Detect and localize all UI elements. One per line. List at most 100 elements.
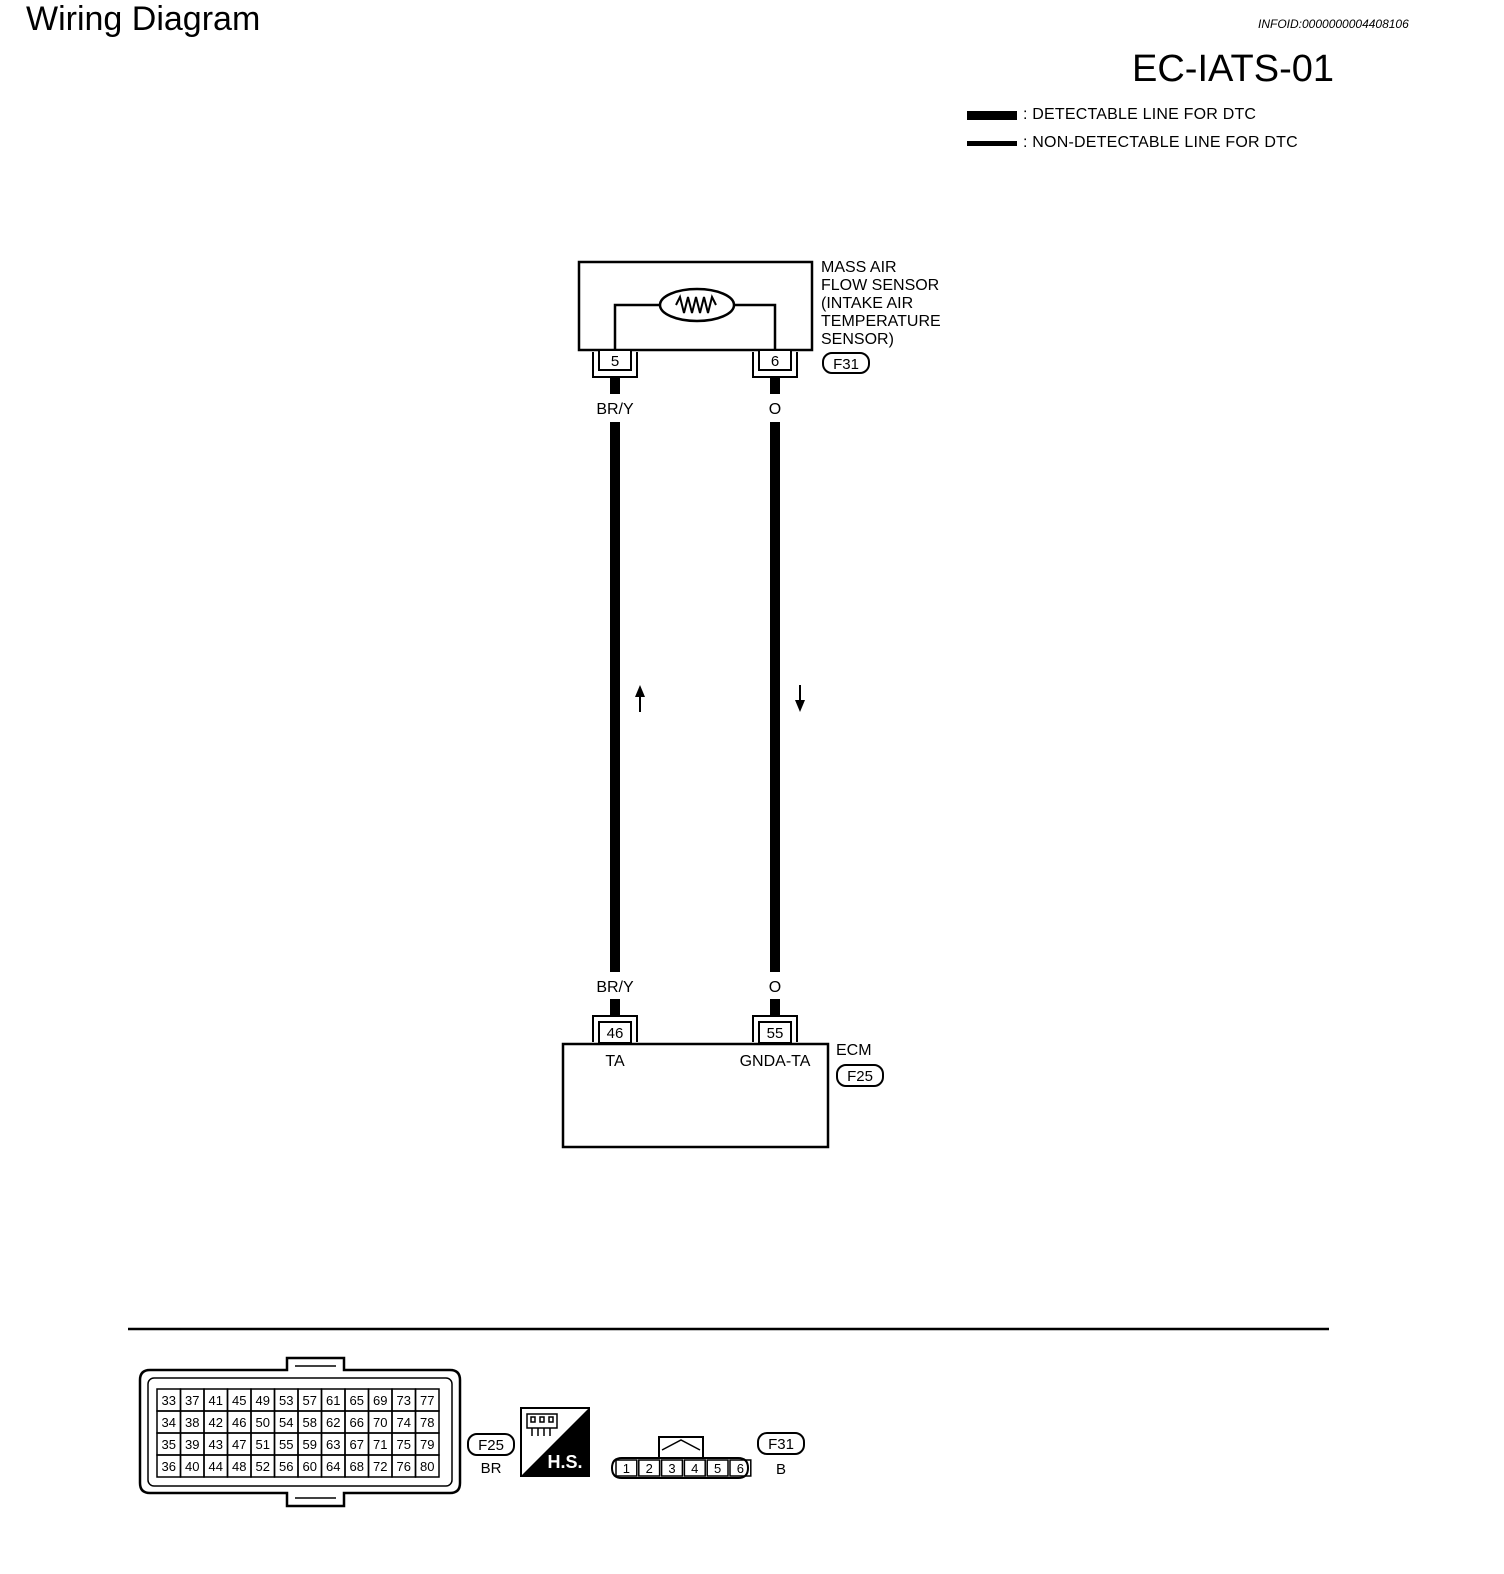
connector-icon: [526, 1413, 558, 1436]
sensor-label-line: SENSOR): [821, 331, 894, 348]
ecm-body: [561, 1042, 830, 1149]
pin-number: 80: [420, 1459, 434, 1474]
pin-number: 6: [737, 1461, 744, 1476]
wire-color-label: O: [769, 979, 781, 996]
pin-number: 65: [350, 1393, 364, 1408]
wire-o: O O: [769, 377, 805, 1016]
connector-id: F31: [833, 356, 859, 373]
connector-color: B: [776, 1461, 786, 1478]
ecm-terminal-label: GNDA-TA: [740, 1053, 811, 1070]
pin-number: 58: [303, 1415, 317, 1430]
pin-number: 37: [185, 1393, 199, 1408]
pin-number: 56: [279, 1459, 293, 1474]
pin-number: 64: [326, 1459, 340, 1474]
connector-color: BR: [481, 1460, 502, 1477]
resistor-zigzag-icon: [675, 294, 717, 314]
pin-number: 6: [771, 353, 779, 370]
wire-segment: [770, 377, 780, 394]
pin-number: 42: [209, 1415, 223, 1430]
connector-id: F25: [478, 1437, 504, 1454]
sensor-pin-5: 5: [592, 349, 638, 378]
pin-number: 34: [162, 1415, 176, 1430]
pin-number: 74: [397, 1415, 411, 1430]
pin-number: 70: [373, 1415, 387, 1430]
info-id: INFOID:0000000004408106: [1258, 17, 1409, 31]
mass-air-flow-sensor: MASS AIR FLOW SENSOR (INTAKE AIR TEMPERA…: [577, 259, 941, 374]
legend-detectable: : DETECTABLE LINE FOR DTC: [967, 105, 1256, 125]
pin-number: 5: [611, 353, 619, 370]
pin-number: 43: [209, 1437, 223, 1452]
pin-number: 36: [162, 1459, 176, 1474]
pin-cell: [638, 1459, 661, 1477]
wire-segment: [610, 377, 620, 394]
pin-number: 53: [279, 1393, 293, 1408]
arrow-down-icon: [795, 685, 805, 712]
pin-number: 66: [350, 1415, 364, 1430]
arrow-up-icon: [635, 685, 645, 712]
ecm-pin-46: 46: [592, 1015, 638, 1044]
pin-number: 45: [232, 1393, 246, 1408]
ecm-pin-55: 55: [752, 1015, 798, 1044]
wire-color-label: BR/Y: [596, 401, 634, 418]
pin-number: 46: [232, 1415, 246, 1430]
pin-number: 4: [691, 1461, 698, 1476]
legend-label: : DETECTABLE LINE FOR DTC: [1023, 106, 1257, 123]
sensor-internal-lead: [734, 303, 777, 350]
harness-side-badge: H.S.: [520, 1407, 590, 1477]
connector-tag-f31: [757, 1432, 805, 1455]
pin-number: 47: [232, 1437, 246, 1452]
connector-id: F31: [768, 1436, 794, 1453]
connector-tag-f31: [822, 352, 870, 374]
ecm-box: TA GNDA-TA ECM F25: [561, 1042, 884, 1149]
pin-number: 52: [256, 1459, 270, 1474]
pin-cell: [706, 1459, 729, 1477]
wire-segment: [610, 999, 620, 1016]
pin-number: 72: [373, 1459, 387, 1474]
legend-label: : NON-DETECTABLE LINE FOR DTC: [1023, 134, 1298, 151]
pin-number: 69: [373, 1393, 387, 1408]
wire-segment: [610, 422, 620, 972]
pin-number: 50: [256, 1415, 270, 1430]
page-title: Wiring Diagram: [26, 0, 261, 38]
pin-number: 46: [607, 1025, 624, 1042]
pin-number: 3: [668, 1461, 675, 1476]
pin-number: 75: [397, 1437, 411, 1452]
pin-number: 48: [232, 1459, 246, 1474]
pin-number: 78: [420, 1415, 434, 1430]
sensor-internal-lead: [613, 303, 660, 350]
pin-number: 49: [256, 1393, 270, 1408]
legend-non-detectable: : NON-DETECTABLE LINE FOR DTC: [967, 133, 1298, 153]
pin-number: 35: [162, 1437, 176, 1452]
pin-number: 73: [397, 1393, 411, 1408]
pin-number: 55: [279, 1437, 293, 1452]
diagram-code: EC-IATS-01: [1132, 48, 1335, 90]
pin-number: 76: [397, 1459, 411, 1474]
pin-number: 67: [350, 1437, 364, 1452]
pin-number: 71: [373, 1437, 387, 1452]
pin-number: 38: [185, 1415, 199, 1430]
pin-number: 79: [420, 1437, 434, 1452]
pin-number: 51: [256, 1437, 270, 1452]
thick-line-swatch: [967, 110, 1017, 120]
pin-number: 77: [420, 1393, 434, 1408]
pin-cell: [414, 1454, 440, 1478]
pin-number: 1: [623, 1461, 630, 1476]
pin-number: 55: [767, 1025, 784, 1042]
pin-cell: [615, 1459, 638, 1477]
pin-cell: [683, 1459, 706, 1477]
pin-number: 61: [326, 1393, 340, 1408]
connector-id: F25: [847, 1068, 873, 1085]
pin-number: 62: [326, 1415, 340, 1430]
pin-number: 5: [714, 1461, 721, 1476]
sensor-body: [577, 260, 814, 352]
wire-segment: [770, 999, 780, 1016]
connector-tag-f25: [836, 1064, 884, 1087]
sensor-label-line: TEMPERATURE: [821, 313, 941, 330]
thermistor-icon: [658, 287, 736, 323]
sensor-pin-6: 6: [752, 349, 798, 378]
sensor-label-line: FLOW SENSOR: [821, 277, 939, 294]
